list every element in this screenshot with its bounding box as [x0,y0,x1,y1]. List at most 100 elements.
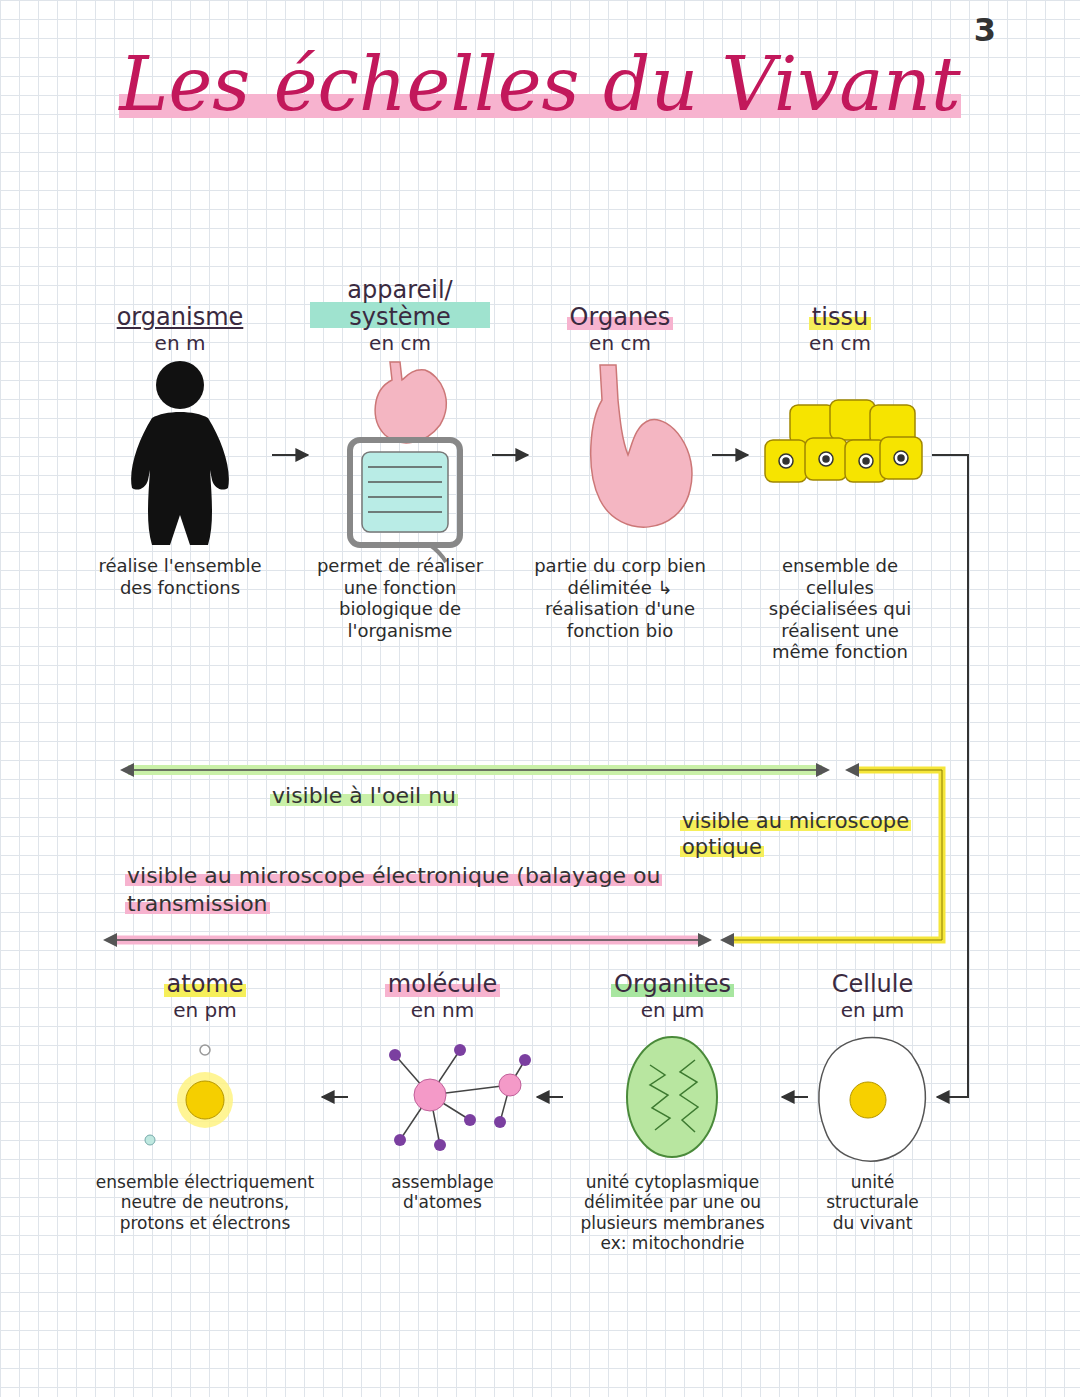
picture-space [750,355,930,555]
digestive-system-part [350,440,460,545]
molecule-figure-part [395,1050,525,1145]
cell-nuclei-part [894,451,908,465]
naked-eye-range [120,763,830,777]
cell-nuclei-part [823,456,829,462]
molecule-figure-part [454,1044,466,1056]
level-description: permet de réaliser une fonction biologiq… [310,555,490,641]
range-label: visible au microscope électronique (bala… [125,863,662,916]
title-text: Les échelles du Vivant [119,41,960,127]
naked-eye-range-part [128,769,822,771]
optical-range-part [734,770,942,940]
scale-level: moléculeen nm assemblage d'atomes [350,950,535,1213]
level-unit: en cm [369,332,431,355]
scale-level: Organesen cmpartie du corp bien délimité… [530,265,710,641]
level-header: organismeen m [90,265,270,355]
stomach-organ [591,365,692,527]
level-unit: en cm [589,332,651,355]
molecule-figure-part [434,1139,446,1151]
scale-level: Celluleen µm unité structurale du vivant [810,950,935,1233]
level-description: assemblage d'atomes [350,1172,535,1213]
electron-range [103,933,712,947]
scale-level: appareil/ systèmeen cm permet de réaliser… [310,265,490,641]
molecule-figure-part [464,1114,476,1126]
person-figure-part [131,412,229,545]
level-description: ensemble de cellules spécialisées qui ré… [750,555,930,663]
person-figure-part [156,361,204,409]
molecule-figure-part [499,1074,521,1096]
scale-arrow [322,1096,348,1098]
range-label: visible à l'oeil nu [270,783,458,808]
level-header: appareil/ systèmeen cm [310,265,490,355]
picture-space [810,1022,935,1172]
note-label: visible au microscope optique [680,808,930,861]
picture-space [90,355,270,555]
level-header: moléculeen nm [350,950,535,1022]
atom-figure-part [177,1072,233,1128]
cell-nuclei-part [859,454,873,468]
note-label: 3 [955,10,1015,50]
mitochondria-figure-part [650,1060,698,1132]
level-header: atomeen pm [90,950,320,1022]
picture-space [350,1022,535,1172]
tissue-cells-part [880,437,922,479]
tissue-cells-part [765,440,807,482]
naked-eye-range-part [816,763,830,777]
picture-space [530,355,710,555]
digestive-system-part [375,362,446,443]
cell-nuclei-part [863,458,869,464]
level-unit: en pm [173,999,237,1022]
digestive-system-part [368,467,442,512]
picture-space [310,355,490,555]
level-description: unité structurale du vivant [810,1172,935,1233]
level-name: Organes [567,304,674,332]
electron-range-part [117,939,698,941]
level-unit: en µm [641,999,705,1022]
atom-figure [145,1045,233,1145]
mitochondria-figure-part [627,1037,717,1157]
scale-arrow [272,454,308,456]
cell-figure-part [819,1038,926,1162]
cell-nuclei-part [783,458,789,464]
atom-figure-part [200,1045,210,1055]
naked-eye-range-part [128,765,822,775]
level-description: réalise l'ensemble des fonctions [90,555,270,598]
level-description: unité cytoplasmique délimitée par une ou… [565,1172,780,1254]
cell-figure-part [850,1082,886,1118]
page-number: 3 [972,11,998,49]
molecule-figure-part [414,1079,446,1111]
scale-arrow [492,454,528,456]
tissue-cells-part [805,438,847,480]
molecule-figure-part [519,1054,531,1066]
digestive-system [350,362,460,562]
molecule-figure-part [394,1134,406,1146]
optical-range-part [720,933,734,947]
molecule-figure-part [389,1049,401,1061]
level-name: Organites [611,971,734,999]
scale-arrow [932,455,968,1097]
scale-level: Organitesen µm unité cytoplasmique délimi… [565,950,780,1254]
level-name: organisme [114,304,247,332]
level-unit: en cm [809,332,871,355]
cell-nuclei-part [779,454,793,468]
naked-eye-range-part [120,763,134,777]
cell-figure [819,1038,926,1162]
digestive-system-part [362,452,448,532]
electron-range-part [698,933,712,947]
cell-nuclei-part [898,455,904,461]
electron-range-part [117,936,698,945]
level-name: atome [164,971,247,999]
note-label: visible à l'oeil nu [270,782,590,810]
optical-range-part [845,763,859,777]
scale-arrow [782,1096,808,1098]
level-unit: en µm [841,999,905,1022]
tissue-cells-part [830,400,875,440]
level-name: tissu [809,304,871,332]
level-description: ensemble électriquement neutre de neutro… [90,1172,320,1233]
electron-range-part [103,933,117,947]
scale-arrow [712,454,748,456]
atom-figure-part [186,1081,224,1119]
optical-range-part [734,770,942,940]
atom-figure-part [145,1135,155,1145]
note-label: visible au microscope électronique (bala… [125,862,705,917]
level-name: Cellule [829,971,917,999]
